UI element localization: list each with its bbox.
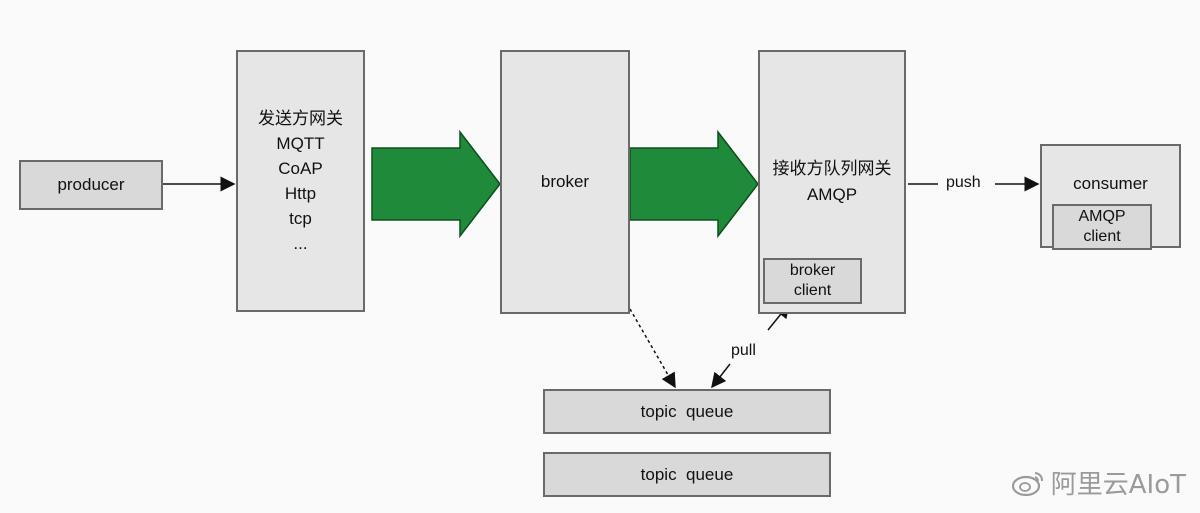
gateway-to-broker-green-arrow — [371, 129, 501, 239]
protocol-coap: CoAP — [278, 159, 323, 178]
receiver-gateway-protocol: AMQP — [806, 185, 858, 204]
protocol-http: Http — [284, 184, 317, 203]
protocol-more: ... — [293, 234, 308, 253]
topic-queue-1-label: topic queue — [640, 401, 734, 421]
amqp-client-line1: AMQP — [1078, 208, 1126, 225]
producer-label: producer — [57, 175, 125, 194]
amqp-client-box: AMQP client — [1052, 204, 1152, 250]
receiver-gateway-title: 接收方队列网关 — [772, 159, 892, 178]
protocol-tcp: tcp — [289, 209, 312, 228]
pull-to-queue-arrow — [711, 363, 731, 389]
broker-client-box: broker client — [763, 258, 862, 304]
watermark-text: 阿里云AIoT — [1050, 470, 1186, 500]
broker-box: broker — [500, 50, 630, 314]
pull-label: pull — [731, 342, 756, 359]
topic-queue-2-label: topic queue — [640, 464, 734, 484]
broker-to-receiver-green-arrow — [629, 129, 759, 239]
topic-queue-2: topic queue — [543, 452, 831, 497]
protocol-mqtt: MQTT — [276, 134, 325, 153]
topic-queue-1: topic queue — [543, 389, 831, 434]
sender-gateway-box: 发送方网关 MQTT CoAP Http tcp ... — [236, 50, 365, 312]
consumer-label: consumer — [1073, 174, 1148, 193]
sender-gateway-title: 发送方网关 — [258, 109, 343, 128]
broker-label: broker — [540, 172, 590, 191]
push-label: push — [946, 174, 981, 191]
broker-to-queue-dotted-arrow — [629, 308, 676, 389]
producer-box: producer — [19, 160, 163, 210]
broker-client-line2: client — [793, 282, 832, 299]
watermark: 阿里云AIoT — [1011, 464, 1186, 501]
amqp-client-line2: client — [1083, 228, 1121, 245]
weibo-logo-icon — [1011, 471, 1043, 496]
broker-client-line1: broker — [789, 262, 836, 279]
